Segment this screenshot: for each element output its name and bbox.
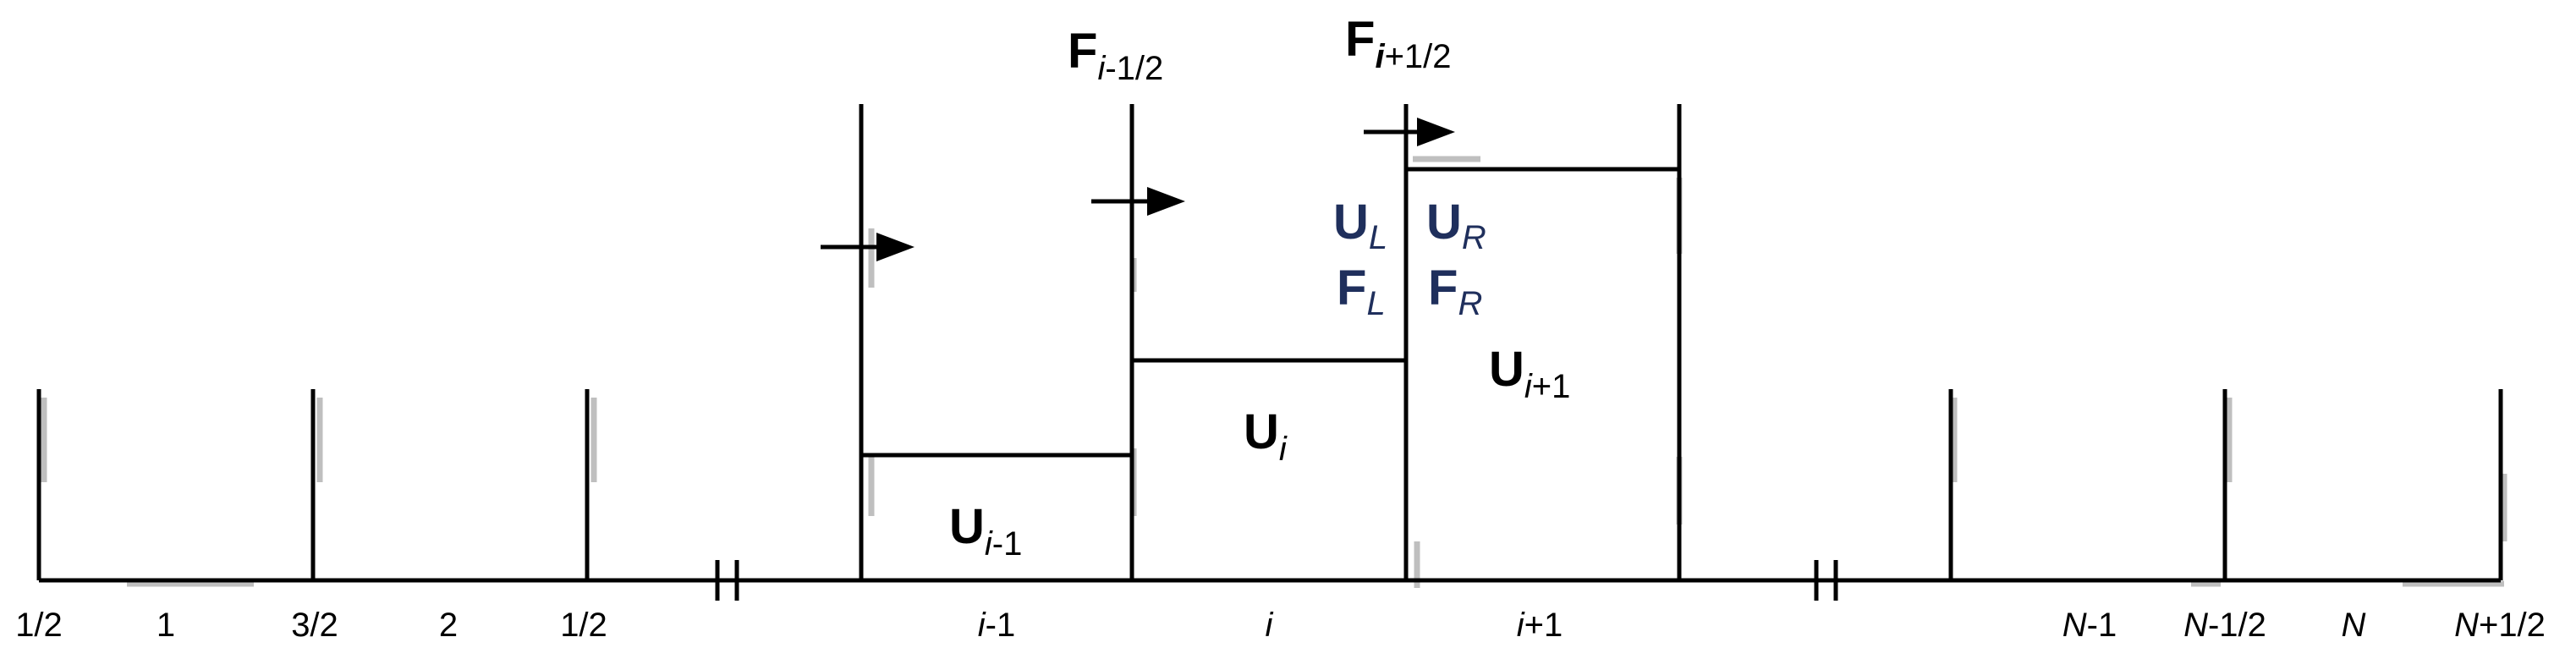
- flux-label-iphalf: Fi+1/2: [1345, 12, 1452, 75]
- interface-fr: FR: [1428, 261, 1482, 322]
- axis-label-nmhalf: N-1/2: [2183, 607, 2266, 644]
- axis-label-2: 1: [157, 607, 175, 644]
- shadow-strokes: [41, 156, 2507, 588]
- axis-labels: 1/2 1 3/2 2 1/2 i-1 i i+1 N-1 N-1/2 N N+…: [15, 607, 2546, 644]
- axis-label-nphalf: N+1/2: [2454, 607, 2546, 644]
- interface-ul: UL: [1333, 195, 1387, 256]
- axis-label-1: 1/2: [15, 607, 63, 644]
- interface-states: UL UR FL FR: [1333, 195, 1486, 322]
- flux-arrow-heads: [876, 118, 1455, 261]
- axis-label-n: N: [2342, 607, 2366, 644]
- flux-arrow-head-2: [1147, 187, 1185, 216]
- state-label-i: Ui: [1244, 404, 1288, 468]
- flux-label-imhalf: Fi-1/2: [1068, 24, 1163, 87]
- interface-fl: FL: [1337, 261, 1386, 322]
- interface-ur: UR: [1426, 195, 1486, 256]
- state-labels: Ui-1 Ui Ui+1: [949, 342, 1570, 563]
- axis-label-nm1: N-1: [2062, 607, 2117, 644]
- state-label-im1: Ui-1: [949, 499, 1022, 563]
- axis-label-5: 1/2: [560, 607, 607, 644]
- axis-label-4: 2: [439, 607, 458, 644]
- axis-label-cell-ip1: i+1: [1517, 607, 1563, 644]
- state-label-ip1: Ui+1: [1489, 342, 1570, 405]
- axis-label-cell-i: i: [1266, 607, 1274, 644]
- grid-lines: [36, 104, 2503, 601]
- axis-label-cell-im1: i-1: [978, 607, 1015, 644]
- axis-label-3: 3/2: [291, 607, 338, 644]
- flux-arrow-head-1: [876, 233, 915, 261]
- flux-arrow-head-3: [1417, 118, 1455, 146]
- flux-labels: Fi-1/2 Fi+1/2: [1068, 12, 1452, 87]
